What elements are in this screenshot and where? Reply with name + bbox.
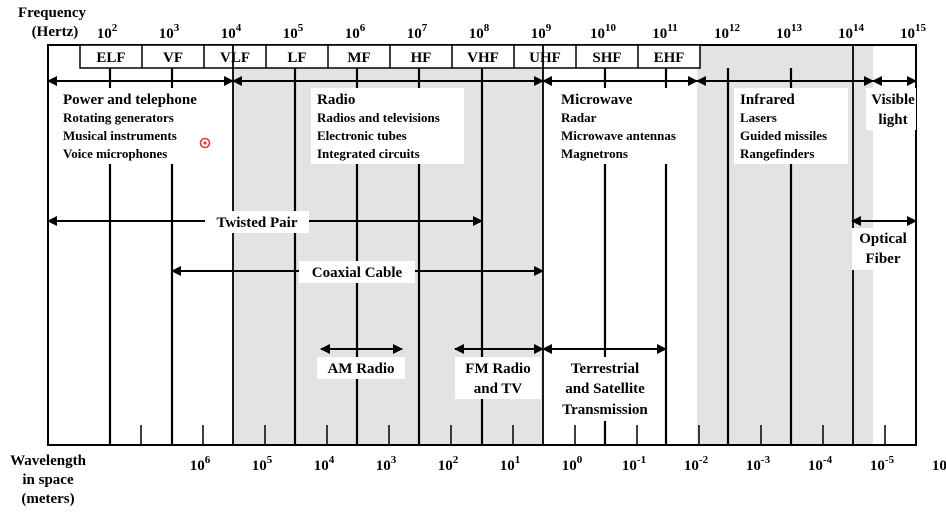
fm-radio-label-box <box>455 357 541 399</box>
band-vhf: VHF <box>467 50 499 66</box>
microwave-item-1: Radar <box>561 110 597 125</box>
wavelength-tick-0: 100 <box>562 454 583 474</box>
wavelength-tick-4: 104 <box>314 454 335 474</box>
power-item-2: Musical instruments <box>63 128 177 143</box>
frequency-tick-7: 107 <box>407 22 428 42</box>
terrestrial-label-line1: Terrestrial <box>571 361 639 377</box>
microwave-item-2: Microwave antennas <box>561 128 676 143</box>
frequency-tick-8: 108 <box>469 22 490 42</box>
band-elf: ELF <box>96 50 125 66</box>
optical-label-line1: Optical <box>859 231 907 247</box>
visible-description-box <box>866 88 916 130</box>
frequency-tick-2: 102 <box>97 22 118 42</box>
optical-label-box <box>852 228 914 270</box>
power-title: Power and telephone <box>63 92 197 108</box>
frequency-tick-4: 104 <box>221 22 242 42</box>
radio-item-1: Radios and televisions <box>317 110 440 125</box>
terrestrial-label-line3: Transmission <box>562 402 648 418</box>
band-names-row: ELF VF VLF LF MF HF VHF UHF SHF EHF <box>79 44 701 69</box>
wavelength-tick-2: 102 <box>438 454 459 474</box>
band-hf: HF <box>411 50 432 66</box>
radio-item-3: Integrated circuits <box>317 146 420 161</box>
infrared-item-2: Guided missiles <box>740 128 827 143</box>
band-ehf: EHF <box>654 50 685 66</box>
wavelength-tick-3: 103 <box>376 454 397 474</box>
coaxial-label-box <box>299 261 415 283</box>
microwave-title: Microwave <box>561 92 633 108</box>
wavelength-tick--5: 10-5 <box>870 454 895 474</box>
wavelength-axis-label: Wavelength <box>10 453 86 469</box>
wavelength-tick--3: 10-3 <box>746 454 771 474</box>
wavelength-ticks <box>140 425 886 445</box>
wavelength-tick-labels: 106 105 104 103 102 101 100 10-1 10-2 10-3 10-4 10-… <box>190 454 946 474</box>
frequency-tick-14: 1014 <box>838 22 865 42</box>
power-item-1: Rotating generators <box>63 110 174 125</box>
infrared-item-1: Lasers <box>740 110 777 125</box>
frequency-axis-label: Frequency <box>18 5 87 21</box>
frequency-tick-13: 1013 <box>776 22 803 42</box>
wavelength-tick-5: 105 <box>252 454 273 474</box>
frequency-tick-11: 1011 <box>652 22 677 42</box>
fm-radio-label-line1: FM Radio <box>465 361 530 377</box>
radio-description-box <box>311 88 464 164</box>
band-lf: LF <box>287 50 306 66</box>
power-description-box <box>57 88 227 164</box>
frequency-tick-12: 1012 <box>714 22 741 42</box>
wavelength-tick--6: 10-6 <box>932 454 946 474</box>
infrared-title: Infrared <box>740 92 795 108</box>
frequency-tick-labels: 102 103 104 105 106 107 108 109 1010 1011 1012 1013… <box>97 22 927 42</box>
microwave-description-box <box>555 88 695 164</box>
fm-radio-label-line2: and TV <box>474 381 523 397</box>
wavelength-axis-label-line2: in space <box>22 472 74 488</box>
radio-item-2: Electronic tubes <box>317 128 407 143</box>
twisted-pair-label: Twisted Pair <box>217 215 298 231</box>
wavelength-tick--1: 10-1 <box>622 454 646 474</box>
power-item-3: Voice microphones <box>63 146 167 161</box>
wavelength-tick-6: 106 <box>190 454 211 474</box>
cursor-indicator <box>199 137 211 149</box>
band-mf: MF <box>347 50 370 66</box>
coaxial-label: Coaxial Cable <box>312 265 403 281</box>
infrared-item-3: Rangefinders <box>740 146 814 161</box>
terrestrial-label-line2: and Satellite <box>565 381 645 397</box>
frequency-tick-15: 1015 <box>900 22 927 42</box>
wavelength-tick--4: 10-4 <box>808 454 833 474</box>
terrestrial-label-box <box>549 357 661 421</box>
radio-title: Radio <box>317 92 355 108</box>
frequency-tick-3: 103 <box>159 22 180 42</box>
band-vlf: VLF <box>220 50 250 66</box>
am-radio-label-box <box>317 357 405 379</box>
microwave-item-3: Magnetrons <box>561 146 628 161</box>
am-radio-label: AM Radio <box>327 361 394 377</box>
frequency-tick-6: 106 <box>345 22 366 42</box>
band-shf: SHF <box>592 50 621 66</box>
optical-label-line2: Fiber <box>866 251 901 267</box>
twisted-pair-label-box <box>205 211 309 233</box>
visible-title-line2: light <box>878 112 907 128</box>
wavelength-tick-1: 101 <box>500 454 521 474</box>
frequency-tick-9: 109 <box>531 22 552 42</box>
frequency-tick-10: 1010 <box>590 22 617 42</box>
frequency-tick-5: 105 <box>283 22 304 42</box>
frequency-axis-unit: (Hertz) <box>32 24 79 40</box>
wavelength-axis-unit: (meters) <box>21 491 74 507</box>
band-uhf: UHF <box>529 50 561 66</box>
wavelength-tick--2: 10-2 <box>684 454 709 474</box>
visible-title-line1: Visible <box>871 92 915 108</box>
band-vf: VF <box>163 50 183 66</box>
infrared-description-box <box>734 88 848 164</box>
